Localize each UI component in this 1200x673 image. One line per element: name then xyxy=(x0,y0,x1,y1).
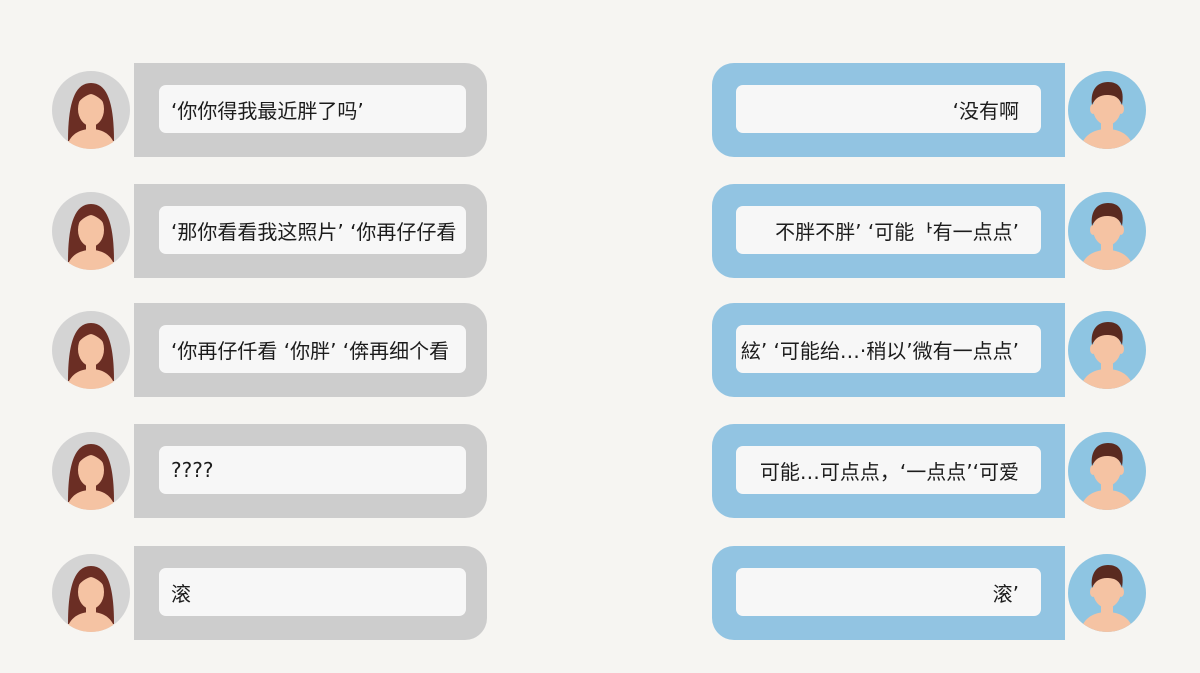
sent-bubble: 絃’ ‘可能绐…·稍以’微有一点点’ xyxy=(712,303,1065,397)
woman-avatar-icon xyxy=(52,554,130,632)
sent-message-text: 滚’ xyxy=(736,568,1041,616)
received-bubble: ‘你你得我最近胖了吗’ xyxy=(134,63,487,157)
sent-bubble: ‘没有啊 xyxy=(712,63,1065,157)
sent-message-text: 絃’ ‘可能绐…·稍以’微有一点点’ xyxy=(736,325,1041,373)
received-message-text: 滚 xyxy=(159,568,466,616)
sent-bubble: 不胖不胖’ ‘可能ᅡ有一点点’ xyxy=(712,184,1065,278)
sent-message-text: 不胖不胖’ ‘可能ᅡ有一点点’ xyxy=(736,206,1041,254)
received-bubble: ???? xyxy=(134,424,487,518)
received-message-text: ‘你再仔仟看 ‘你胖’ ‘倴再细个看 xyxy=(159,325,466,373)
received-bubble: ‘你再仔仟看 ‘你胖’ ‘倴再细个看 xyxy=(134,303,487,397)
received-bubble: ‘那你看看我这照片’ ‘你再仔仔看 xyxy=(134,184,487,278)
man-avatar-icon xyxy=(1068,71,1146,149)
received-message-text: ???? xyxy=(159,446,466,494)
woman-avatar-icon xyxy=(52,71,130,149)
man-avatar-icon xyxy=(1068,311,1146,389)
man-avatar-icon xyxy=(1068,432,1146,510)
sent-bubble: 可能…可点点，‘一点点’‘可爱 xyxy=(712,424,1065,518)
received-message-text: ‘你你得我最近胖了吗’ xyxy=(159,85,466,133)
woman-avatar-icon xyxy=(52,311,130,389)
sent-message-text: 可能…可点点，‘一点点’‘可爱 xyxy=(736,446,1041,494)
sent-bubble: 滚’ xyxy=(712,546,1065,640)
sent-message-text: ‘没有啊 xyxy=(736,85,1041,133)
man-avatar-icon xyxy=(1068,192,1146,270)
received-bubble: 滚 xyxy=(134,546,487,640)
man-avatar-icon xyxy=(1068,554,1146,632)
received-message-text: ‘那你看看我这照片’ ‘你再仔仔看 xyxy=(159,206,466,254)
woman-avatar-icon xyxy=(52,192,130,270)
woman-avatar-icon xyxy=(52,432,130,510)
